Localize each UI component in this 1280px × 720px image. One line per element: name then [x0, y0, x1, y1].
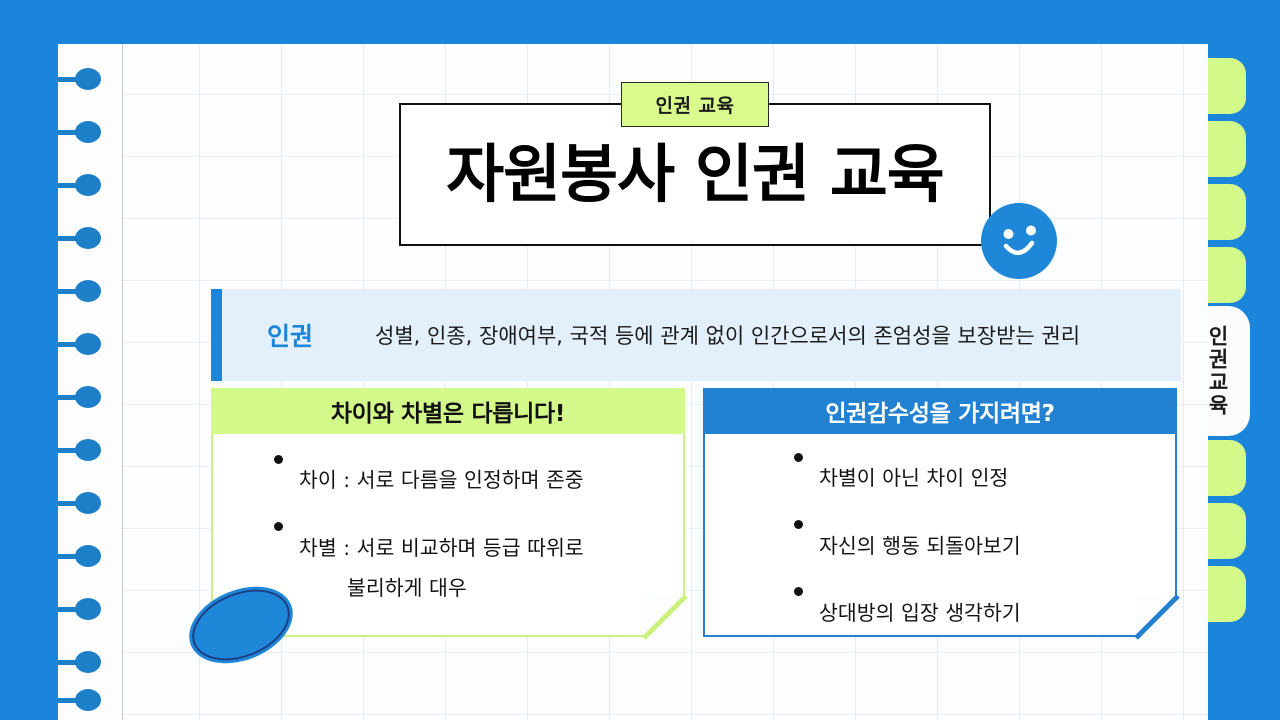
blue-ellipse-decoration [189, 586, 293, 664]
list-item: 차이 : 서로 다름을 인정하며 존중 [269, 447, 683, 492]
page-title: 자원봉사 인권 교육 [446, 138, 945, 211]
spiral-ring [55, 386, 123, 408]
card-heading: 차이와 차별은 다릅니다! [330, 401, 566, 427]
definition-text: 성별, 인종, 장애여부, 국적 등에 관계 없이 인간으로서의 존엄성을 보장… [375, 324, 1081, 348]
definition-accent-bar [211, 289, 222, 381]
spiral-ring [55, 598, 123, 620]
folded-corner-icon [642, 594, 688, 640]
list-item-text-continued: 불리하게 대우 [347, 576, 467, 601]
list-item-text: 차별이 아닌 차이 인정 [819, 466, 1009, 491]
slide-content: 자원봉사 인권 교육 인권 교육 인권 성별, 인종, 장애여부, 국적 등에 … [123, 44, 1208, 720]
list-item: 상대방의 입장 생각하기 [789, 579, 1175, 624]
spiral-ring [55, 121, 123, 143]
definition-bar: 인권 성별, 인종, 장애여부, 국적 등에 관계 없이 인간으로서의 존엄성을… [211, 289, 1181, 381]
title-badge-label: 인권 교육 [655, 95, 735, 117]
list-item: 차별이 아닌 차이 인정 [789, 445, 1175, 490]
list-item-text: 자신의 행동 되돌아보기 [819, 533, 1021, 558]
side-tab-label: 인권교육 [1205, 325, 1230, 417]
spiral-ring [55, 174, 123, 196]
list-item-text: 차별 : 서로 비교하며 등급 따위로 [299, 535, 584, 560]
spiral-binding [55, 44, 123, 720]
spiral-ring [55, 689, 123, 711]
card-body: 차별이 아닌 차이 인정 자신의 행동 되돌아보기 상대방의 입장 생각하기 [703, 434, 1180, 640]
notebook-spine [44, 44, 58, 720]
spiral-ring [55, 545, 123, 567]
card-human-rights-sensitivity: 인권감수성을 가지려면? 차별이 아닌 차이 인정 자신의 행동 되돌아보기 상… [703, 388, 1180, 640]
definition-label: 인권 [267, 322, 314, 351]
list-item: 차별 : 서로 비교하며 등급 따위로 불리하게 대우 [269, 514, 683, 622]
spiral-ring [55, 68, 123, 90]
card-bullet-list: 차이 : 서로 다름을 인정하며 존중 차별 : 서로 비교하며 등급 따위로 … [213, 447, 683, 622]
list-item-text: 차이 : 서로 다름을 인정하며 존중 [299, 468, 584, 493]
folded-corner-icon [1134, 594, 1180, 640]
card-heading: 인권감수성을 가지려면? [825, 401, 1055, 427]
notebook-page: 자원봉사 인권 교육 인권 교육 인권 성별, 인종, 장애여부, 국적 등에 … [55, 44, 1208, 720]
spiral-ring [55, 227, 123, 249]
spiral-ring [55, 439, 123, 461]
spiral-ring [55, 492, 123, 514]
list-item: 자신의 행동 되돌아보기 [789, 512, 1175, 557]
spiral-ring [55, 280, 123, 302]
card-bullet-list: 차별이 아닌 차이 인정 자신의 행동 되돌아보기 상대방의 입장 생각하기 [705, 445, 1175, 624]
list-item-text: 상대방의 입장 생각하기 [819, 600, 1021, 625]
spiral-ring [55, 651, 123, 673]
spiral-ring [55, 333, 123, 355]
card-header: 차이와 차별은 다릅니다! [211, 388, 685, 434]
card-header: 인권감수성을 가지려면? [703, 388, 1177, 434]
title-badge: 인권 교육 [621, 82, 769, 127]
smiley-face-icon [981, 203, 1057, 279]
